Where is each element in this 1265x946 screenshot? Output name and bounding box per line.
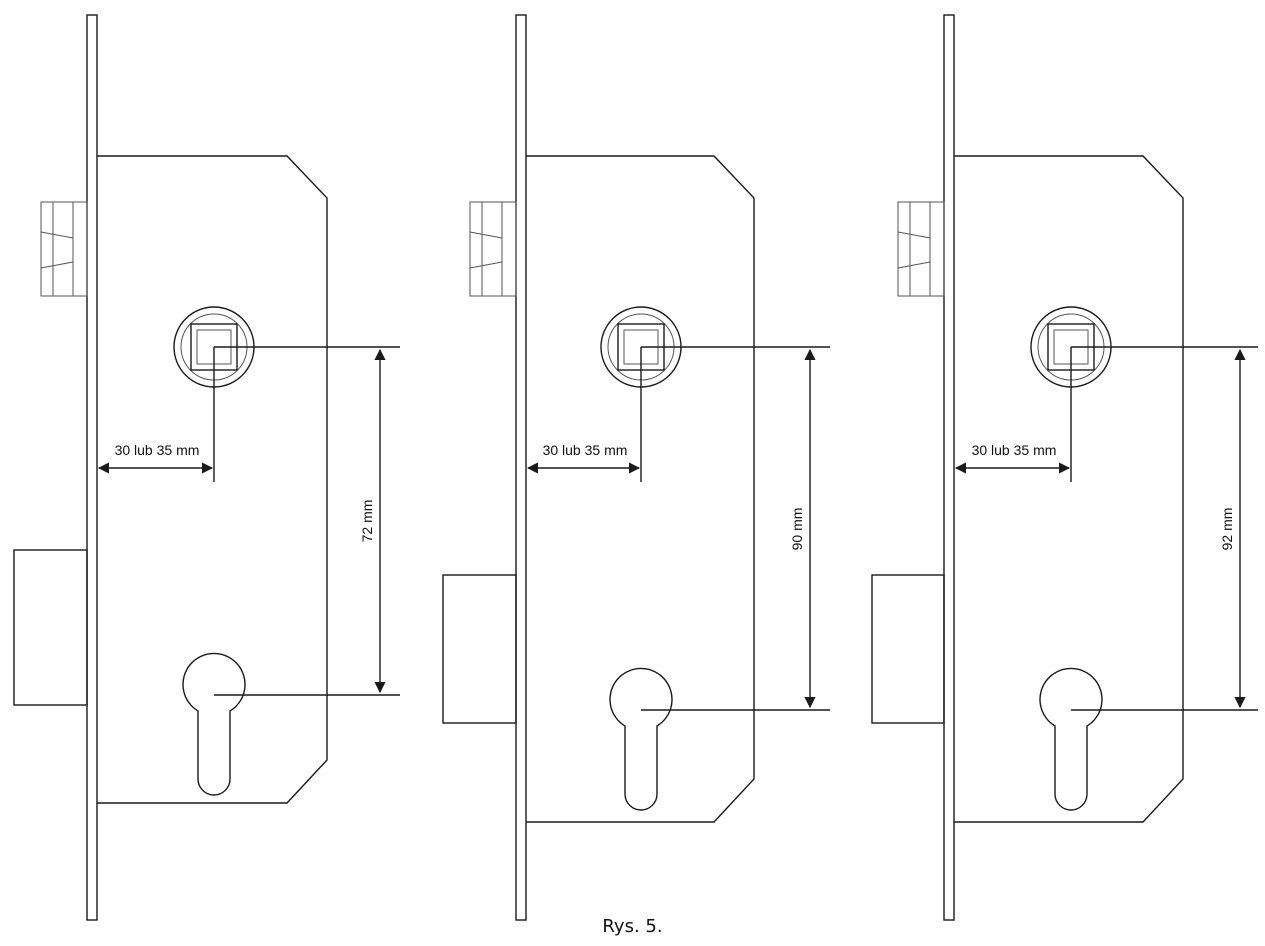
- latch-bolt: [897, 201, 945, 297]
- spacing-label: 72 mm: [359, 500, 375, 543]
- backset-label: 30 lub 35 mm: [543, 442, 628, 458]
- spacing-label: 90 mm: [789, 508, 805, 551]
- dead-bolt: [871, 574, 945, 724]
- cylinder-keyhole: [609, 667, 673, 811]
- spacing-label: 92 mm: [1219, 508, 1235, 551]
- cylinder-keyhole: [1039, 667, 1103, 811]
- mortise-lock-1: 30 lub 35 mm 72 mm: [13, 14, 400, 921]
- mortise-lock-3: 30 lub 35 mm 92 mm: [871, 14, 1258, 921]
- faceplate: [86, 14, 98, 921]
- lock-body: [954, 155, 1184, 823]
- dead-bolt: [442, 574, 517, 724]
- lock-body: [97, 155, 328, 804]
- backset-label: 30 lub 35 mm: [115, 442, 200, 458]
- backset-label: 30 lub 35 mm: [972, 442, 1057, 458]
- latch-bolt: [40, 201, 88, 297]
- dead-bolt: [13, 549, 88, 706]
- cylinder-keyhole: [182, 652, 246, 796]
- latch-bolt: [469, 201, 517, 297]
- figure-caption: Rys. 5.: [602, 916, 663, 937]
- faceplate: [515, 14, 527, 921]
- lock-body: [526, 155, 755, 823]
- mortise-lock-2: 30 lub 35 mm 90 mm: [442, 14, 830, 921]
- faceplate: [943, 14, 955, 921]
